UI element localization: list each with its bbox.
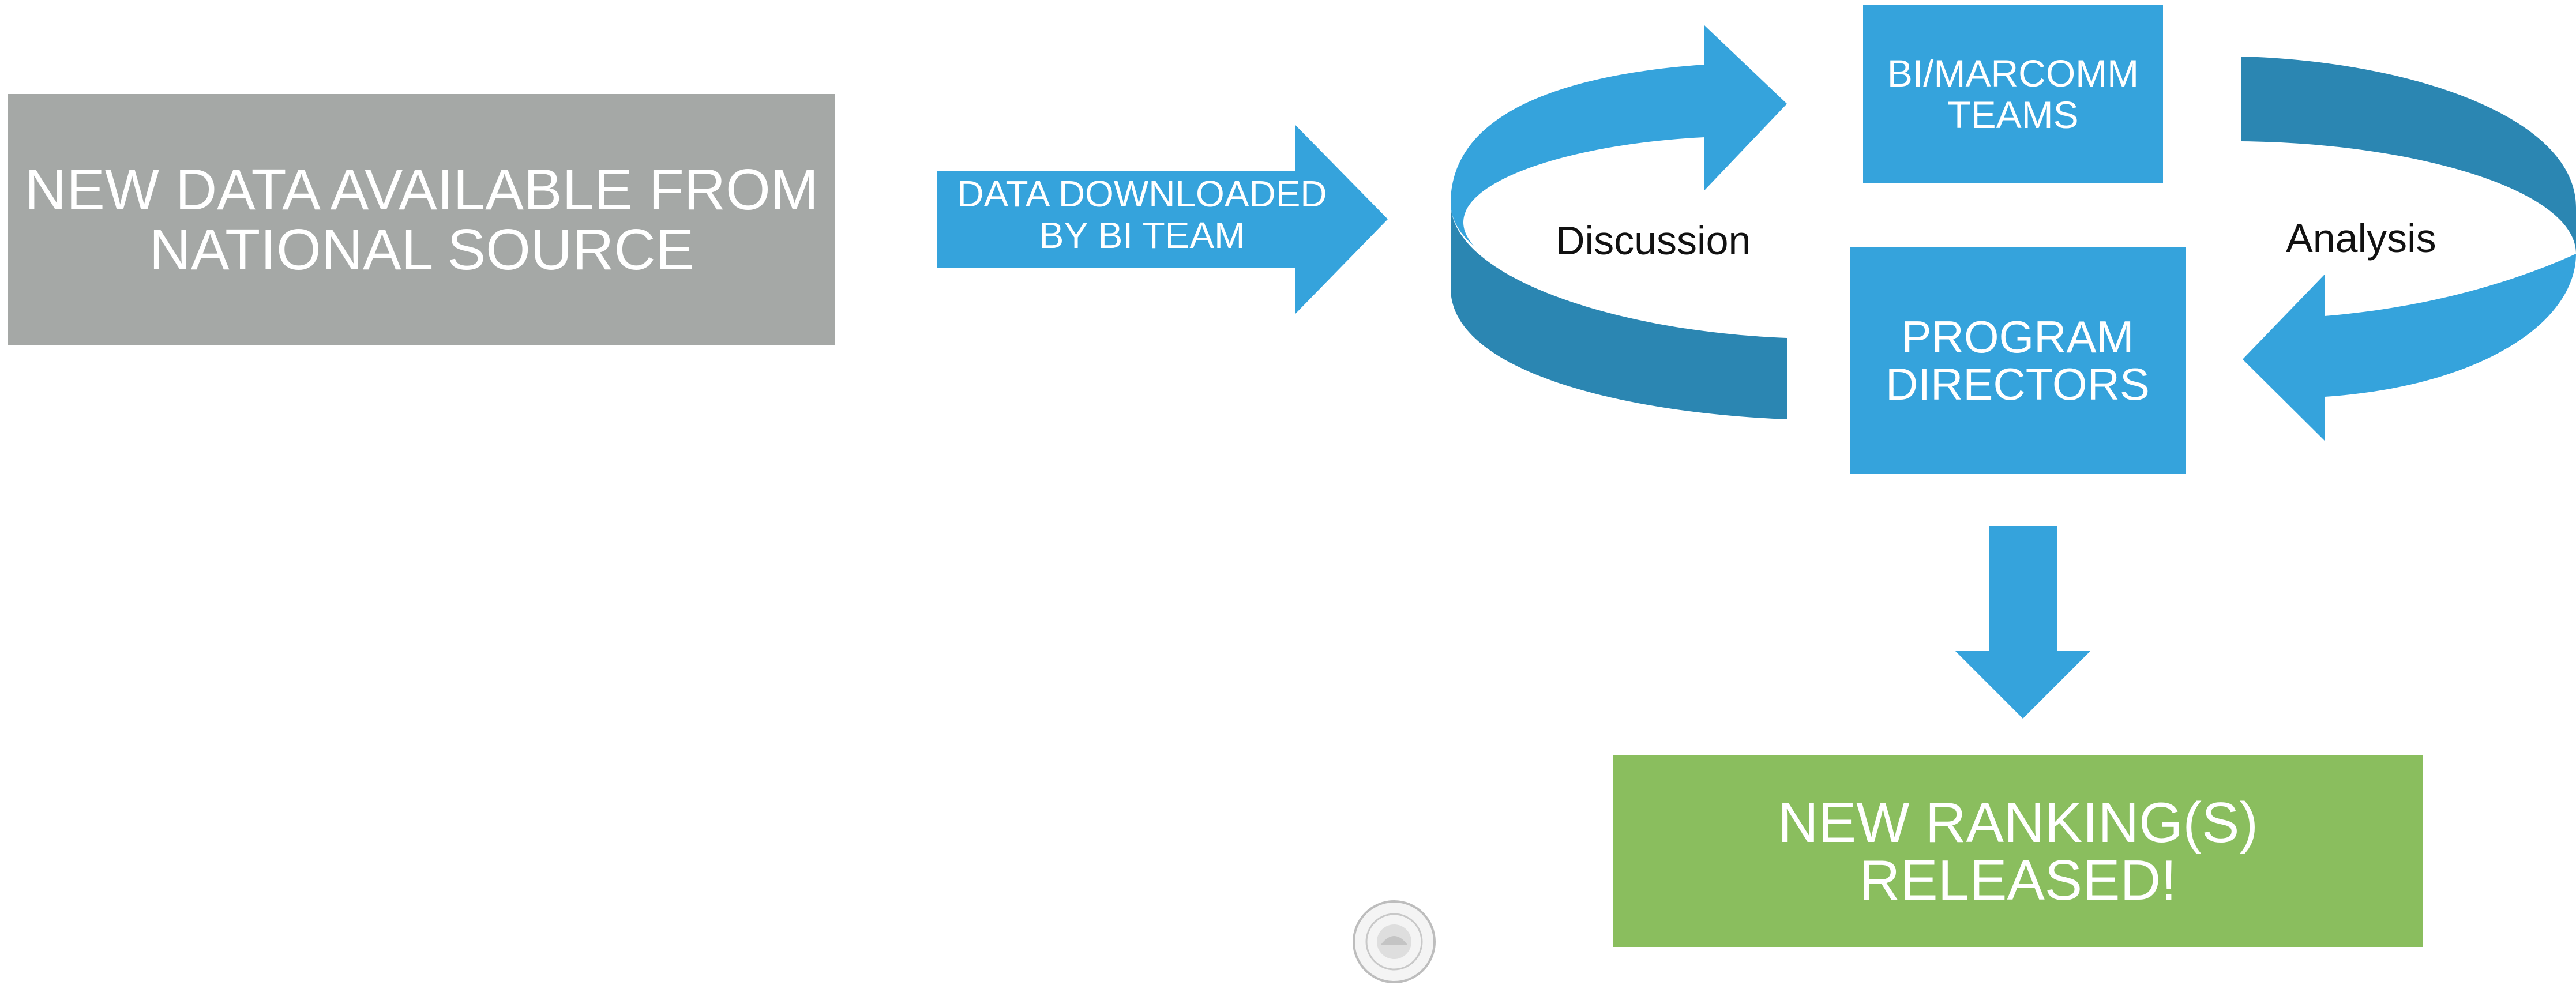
- diagram-shapes: [937, 25, 2576, 719]
- download-arrow-label: DATA DOWNLOADED BY BI TEAM: [946, 173, 1338, 256]
- teams-box-line1: BI/MARCOMM: [1887, 52, 2139, 95]
- analysis-label: Analysis: [2286, 216, 2436, 261]
- release-box: NEW RANKING(S) RELEASED!: [1613, 755, 2423, 947]
- teams-box: BI/MARCOMM TEAMS: [1863, 5, 2163, 183]
- cycle-left-front-arrow: [1451, 25, 1787, 246]
- state-seal-icon: [1353, 900, 1436, 983]
- down-arrow: [1955, 526, 2091, 719]
- cycle-left-back-band: [1451, 203, 1787, 419]
- download-arrow-line1: DATA DOWNLOADED: [957, 173, 1327, 215]
- source-box: NEW DATA AVAILABLE FROM NATIONAL SOURCE: [8, 94, 835, 345]
- source-box-line2: NATIONAL SOURCE: [149, 217, 694, 282]
- cycle-right-back-band: [2241, 57, 2576, 254]
- directors-box-line2: DIRECTORS: [1886, 359, 2150, 409]
- discussion-label: Discussion: [1556, 218, 1751, 263]
- source-box-line1: NEW DATA AVAILABLE FROM: [24, 157, 819, 222]
- directors-box-line1: PROGRAM: [1901, 311, 2134, 362]
- cycle-right-front-arrow: [2243, 254, 2576, 441]
- download-arrow-line2: BY BI TEAM: [1039, 215, 1245, 256]
- download-arrow: [937, 125, 1388, 314]
- release-box-label: NEW RANKING(S) RELEASED!: [1778, 791, 2258, 912]
- directors-box: PROGRAM DIRECTORS: [1850, 247, 2186, 474]
- teams-box-line2: TEAMS: [1947, 93, 2079, 136]
